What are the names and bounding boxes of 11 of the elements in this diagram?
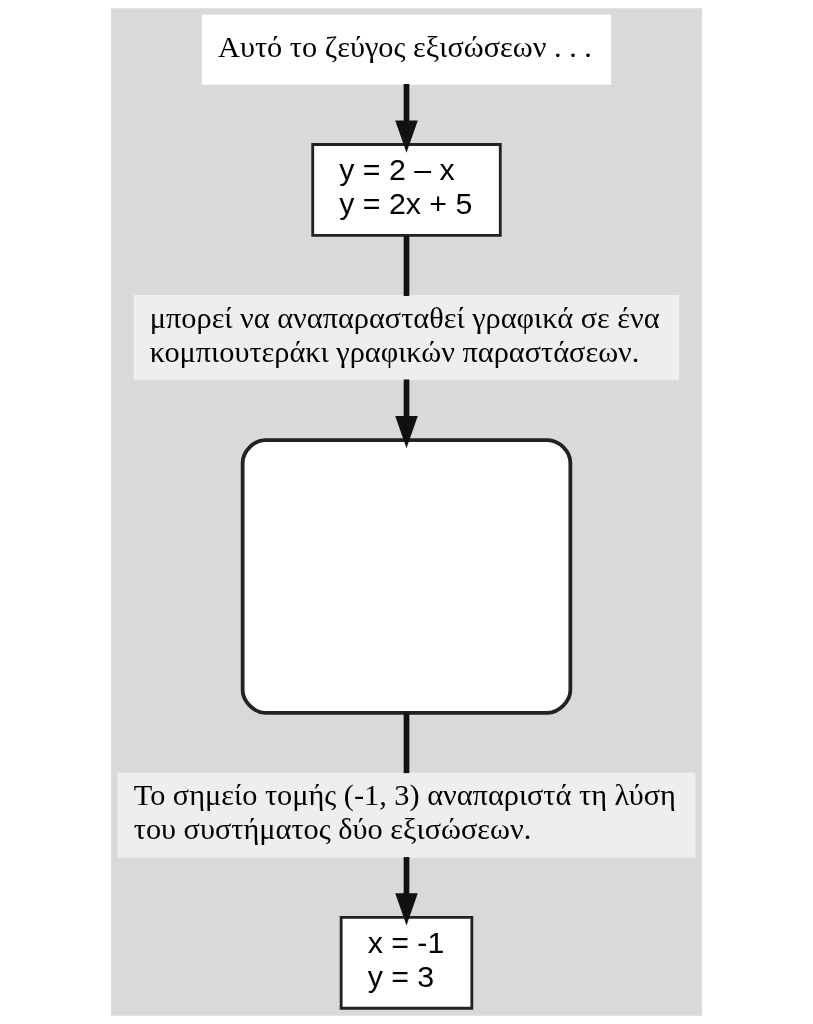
- arrow: [395, 379, 418, 449]
- connector: [403, 712, 410, 774]
- node-box: Αυτό το ζεύγος εξισώσεων . . .: [201, 14, 612, 85]
- node-box: Το σημείο τομής (-1, 3) αναπαριστά τη λύση του συστήματος δύο εξισώσεων.: [117, 772, 696, 858]
- node-box: x = -1 y = 3: [339, 915, 474, 1010]
- arrow: [395, 857, 418, 926]
- node-box: [240, 438, 573, 715]
- arrow: [395, 84, 418, 153]
- connector: [403, 235, 410, 297]
- node-box: y = 2 – x y = 2x + 5: [311, 143, 502, 237]
- node-box: μπορεί να αναπαρασταθεί γραφικά σε ένα κομπιουτεράκι γραφικών παραστάσεων.: [133, 295, 680, 381]
